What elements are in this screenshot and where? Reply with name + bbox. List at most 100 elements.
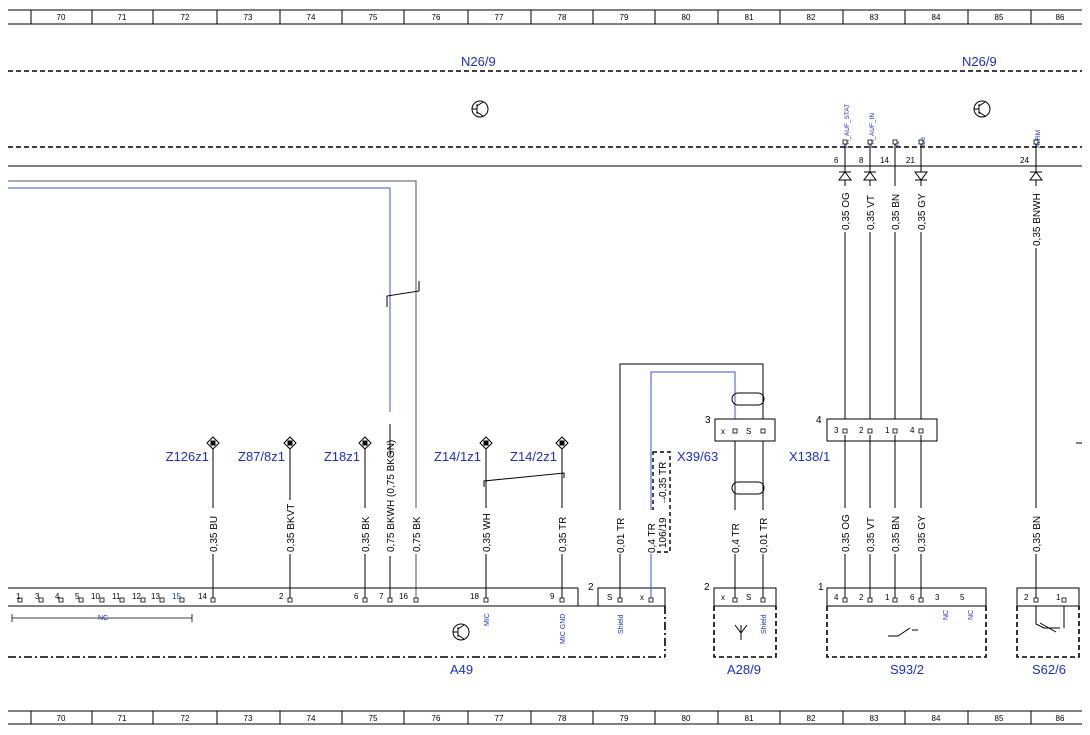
grid-num: 74 [307, 714, 316, 723]
pin-number: 6 [910, 593, 915, 602]
grid-num: 75 [369, 714, 378, 723]
pin-number: 9 [550, 592, 555, 601]
pin-number: 14 [198, 592, 207, 601]
wire-label: 0,35 BN [1032, 516, 1043, 552]
pin-number: 3 [35, 592, 40, 601]
s62-module [1016, 587, 1080, 658]
grid-num: 77 [495, 13, 504, 22]
grid-num: 70 [57, 714, 66, 723]
pin-number: 4 [910, 426, 915, 435]
top-wire-labels [839, 186, 1042, 248]
grid-num: 73 [244, 714, 253, 723]
wire-label: 0,35 GY [917, 193, 928, 230]
a49-shield-label: Shield [618, 614, 625, 634]
n26-left-label: N26/9 [461, 54, 496, 69]
splice-diamond [479, 436, 493, 450]
splice-points [206, 436, 569, 450]
arrow-markers [838, 171, 1043, 181]
grid-num: 72 [181, 714, 190, 723]
n26-right-label: N26/9 [962, 54, 997, 69]
grid-num: 84 [932, 13, 941, 22]
bottom-grid-ruler [8, 710, 1082, 725]
wire-label: 0,35 WH [482, 513, 493, 552]
s62-p1: 1 [1056, 593, 1061, 602]
x138-to-s93-wires [844, 435, 1082, 600]
grid-num: 82 [807, 13, 816, 22]
grid-num: 81 [745, 714, 754, 723]
grid-num: 86 [1056, 714, 1065, 723]
pin-number: 11 [112, 592, 121, 601]
wire-label: 0,4 TR [647, 523, 658, 553]
grid-num: 79 [620, 714, 629, 723]
grid-num: 86 [1056, 13, 1065, 22]
grid-num: 73 [244, 13, 253, 22]
s62-label: S62/6 [1032, 662, 1066, 677]
grid-num: 71 [118, 13, 127, 22]
top-wire-label-text: 0,35 OG 0,35 VT 0,35 BN 0,35 GY 0,35 BNW… [841, 192, 1043, 246]
reference-box [652, 451, 671, 553]
bottom-grid-labels: 70 71 72 73 74 75 76 77 78 79 80 81 82 8… [57, 714, 1065, 723]
pin-number: 15 [172, 592, 181, 601]
signal-label: ALRM [1035, 130, 1042, 148]
x138-pos: 4 [816, 415, 822, 426]
pin-number: 5 [75, 592, 80, 601]
s93-label: S93/2 [890, 662, 924, 677]
x39-label: X39/63 [677, 449, 718, 464]
pin-number: 10 [91, 592, 100, 601]
pin-number: 5 [960, 593, 965, 602]
x39-s: S [746, 427, 751, 436]
wire-label: 0,35 TR [558, 517, 569, 552]
splice-diamond [206, 436, 220, 450]
grid-num: 83 [870, 714, 879, 723]
pin-number: 3 [935, 593, 940, 602]
signal-label: 31 [894, 140, 901, 148]
grid-num: 85 [995, 13, 1004, 22]
a49-wire-labels: 0,35 BU 0,35 BKVT 0,35 BK 0,75 BKWH (0,7… [209, 440, 569, 552]
pin-number: 1 [885, 426, 890, 435]
pin-number: 13 [151, 592, 160, 601]
s93-nc-label: NC [968, 610, 975, 620]
a28-label: A28/9 [727, 662, 761, 677]
pin-number: 14 [880, 156, 889, 165]
shield-wire-label-boxes [614, 510, 769, 554]
wire-label: 0,35 BK [361, 516, 372, 552]
signal-label: 58d [920, 137, 927, 148]
transistor-icon [452, 623, 470, 641]
transistor-icon [471, 100, 489, 118]
grid-num: 76 [432, 714, 441, 723]
a49-pin-squares [17, 597, 565, 603]
shield-cable [619, 363, 765, 600]
splice-label: Z87/8z1 [238, 449, 285, 464]
grid-num: 71 [118, 714, 127, 723]
pin-number: 18 [470, 592, 479, 601]
x138-connector [826, 418, 938, 442]
wire-label: 0,35 BN [891, 516, 902, 552]
x138-wire-label-boxes [839, 508, 1042, 554]
wire-label: 0,4 TR [731, 523, 742, 553]
a49-module [8, 587, 666, 658]
a49-conn-pos: 2 [588, 582, 594, 593]
splice-label: Z14/2z1 [510, 449, 557, 464]
x138-label: X138/1 [789, 449, 830, 464]
wire-label: 0,35 OG [841, 514, 852, 552]
grid-num: 79 [620, 13, 629, 22]
splice-diamond [358, 436, 372, 450]
reference-arrow: → [658, 495, 669, 505]
x138-wire-labels: 0,35 OG 0,35 VT 0,35 BN 0,35 GY 0,35 BN [841, 514, 1043, 552]
a28-shield-label: Shield [761, 614, 768, 634]
a28-module [713, 587, 777, 658]
a49-nc-label: NC [98, 615, 108, 622]
grid-num: 82 [807, 714, 816, 723]
connector-pin-glyphs [617, 428, 1067, 603]
n26-module-border [8, 70, 1082, 148]
a49-mic-gnd-label: MIC GND [560, 614, 567, 644]
grid-num: 75 [369, 13, 378, 22]
wire-label: 0,01 TR [616, 518, 627, 553]
x39-connector [714, 418, 776, 442]
grid-num: 78 [558, 13, 567, 22]
wire-label: 106/19 [658, 517, 669, 548]
grid-num: 81 [745, 13, 754, 22]
grid-num: 80 [682, 714, 691, 723]
top-grid-labels: 70 71 72 73 74 75 76 77 78 79 80 81 82 8… [57, 13, 1065, 22]
wire-label: 0,35 GY [917, 515, 928, 552]
